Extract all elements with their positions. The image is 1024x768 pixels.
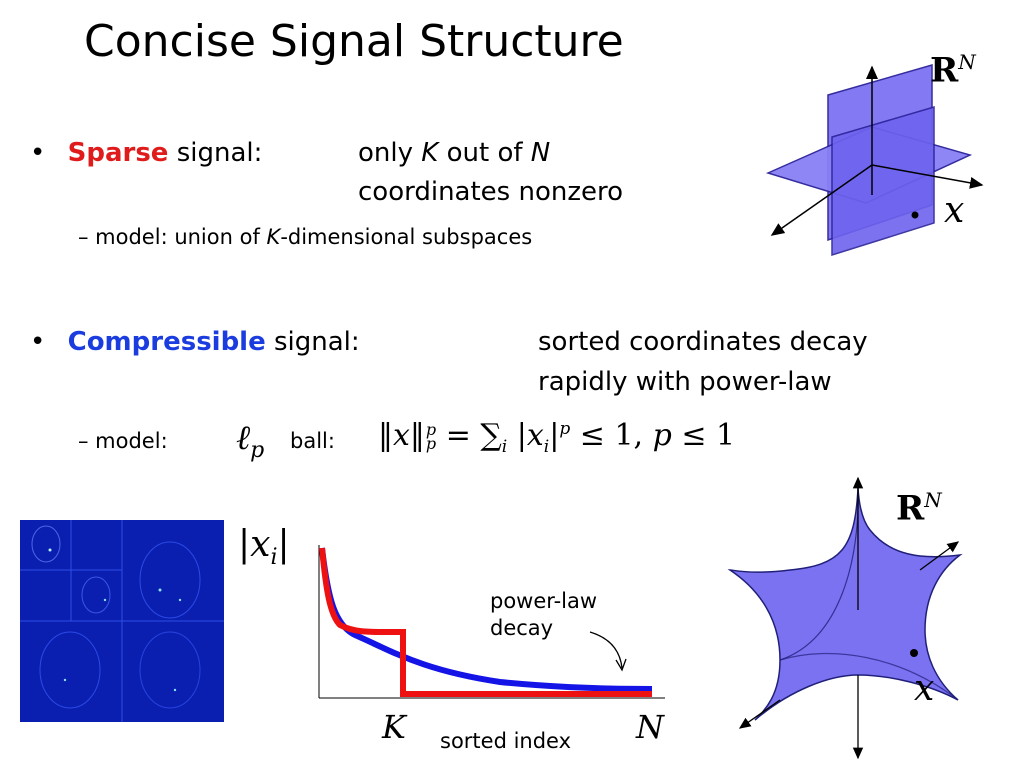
axis-up-right xyxy=(919,541,960,571)
page-title: Concise Signal Structure xyxy=(84,16,624,67)
chart-y-label: |xi| xyxy=(238,524,290,571)
lp-ball-diagram xyxy=(727,476,963,760)
compressible-term: Compressible xyxy=(67,327,266,357)
bottom-space-label: RN xyxy=(896,488,942,529)
axis-left xyxy=(770,164,873,236)
bottom-point-label: x xyxy=(914,668,935,709)
compressible-model-label: – model: xyxy=(78,429,168,453)
point-x xyxy=(911,211,919,219)
sparse-term: Sparse xyxy=(67,138,169,168)
annotation-arrow xyxy=(589,631,623,669)
sparse-description-line2: coordinates nonzero xyxy=(358,177,624,207)
decay-chart xyxy=(318,545,665,699)
top-point-label: x xyxy=(944,190,965,231)
sparse-step-curve xyxy=(319,547,652,697)
compressible-signal-label: signal: xyxy=(265,327,360,357)
subspaces-diagram xyxy=(765,64,984,257)
wavelet-coefficients-image xyxy=(20,520,224,722)
sparse-description-line1: only K out of N xyxy=(358,138,551,168)
wavelet-texture xyxy=(20,520,224,722)
annotation-arrowhead xyxy=(615,658,627,672)
bullet-compressible: • Compressible signal: xyxy=(30,326,360,359)
bullet-dot: • xyxy=(30,327,46,357)
x-tick-K: K xyxy=(382,708,406,746)
chart-x-label: sorted index xyxy=(440,729,572,753)
chart-annotation: power-law decay xyxy=(490,589,598,641)
lp-symbol: ℓp xyxy=(236,418,265,463)
sparse-signal-label: signal: xyxy=(168,138,263,168)
x-tick-N: N xyxy=(636,708,664,746)
vertical-plane-front xyxy=(831,105,935,257)
sparse-model-subbullet: – model: union of K-dimensional subspace… xyxy=(78,225,533,249)
point-x xyxy=(910,649,918,657)
bullet-sparse: • Sparse signal: xyxy=(30,137,262,170)
compressible-description-line2: rapidly with power-law xyxy=(538,367,832,397)
ball-label: ball: xyxy=(290,429,335,453)
lp-ball-edge-inner xyxy=(779,652,959,701)
compressible-decay-curve xyxy=(319,547,653,692)
top-space-label: RN xyxy=(930,50,976,91)
axis-right xyxy=(871,164,984,189)
axis-down-left xyxy=(738,699,781,729)
bullet-dot: • xyxy=(30,138,46,168)
compressible-description-line1: sorted coordinates decay xyxy=(538,327,868,357)
